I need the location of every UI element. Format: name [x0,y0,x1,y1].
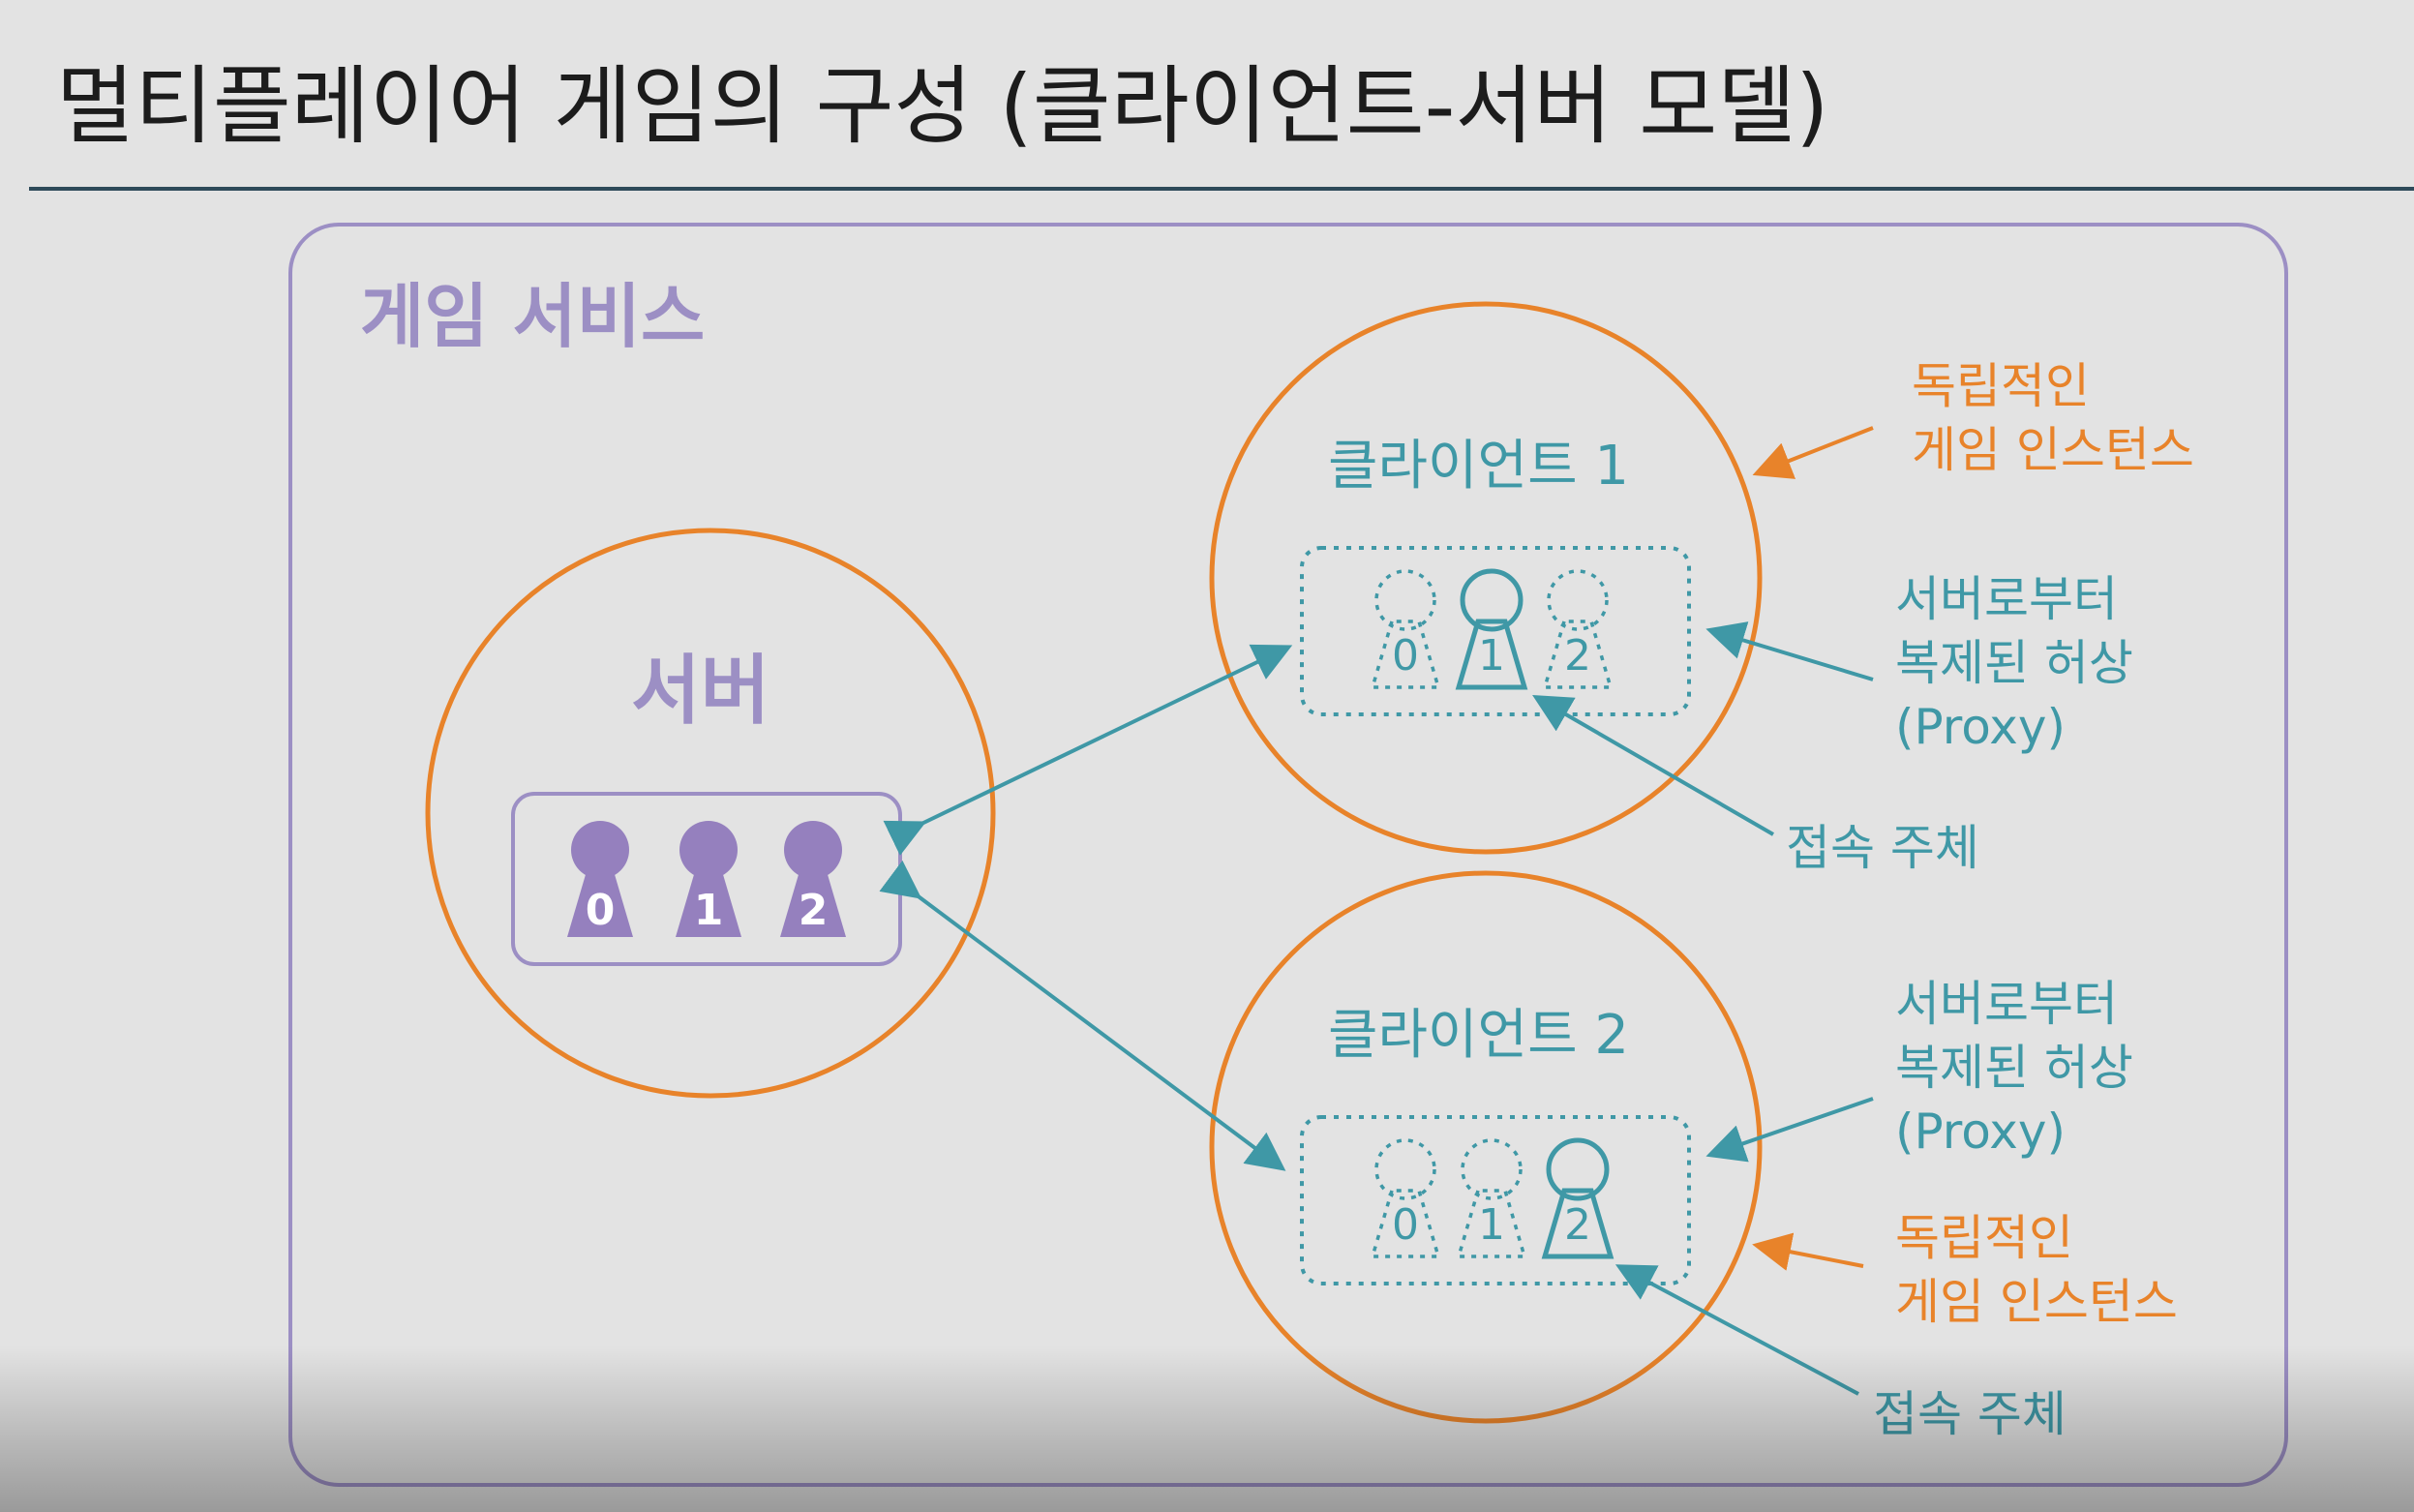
client-2-label: 클라이언트 2 [1328,1004,1629,1067]
client-1-pawn-number-1: 1 [1478,631,1505,680]
server-pawn-number: 2 [799,886,829,935]
client-1-pawn-number-2: 2 [1564,631,1591,680]
server-pawn-number: 0 [586,886,616,935]
client-1-instance-annotation: 독립적인 게임 인스턴스 [1912,358,2194,478]
client-2-circle [1209,870,1763,1424]
client-1-proxy-arrow [1705,621,1874,681]
client-1-proxy-annotation: 서버로부터 복제된 허상 (Proxy) [1895,571,2149,755]
game-service-label: 게임 서비스 [360,276,705,357]
client-1-subject-arrow [1532,694,1775,836]
client-1-instance-arrow [1752,426,1874,479]
client-2-proxy-annotation: 서버로부터 복제된 허상 (Proxy) [1895,976,2149,1160]
client-1-pawn-number-0: 0 [1392,631,1419,680]
server-client-1-arrow [883,644,1293,856]
client-2-subject-arrow [1614,1264,1859,1396]
client-2-subject-annotation: 접속 주체 [1873,1386,2067,1442]
server-pawn-0: 0 [567,821,633,937]
server-pawn-1: 1 [676,821,741,937]
client-1-circle [1209,301,1763,855]
server-pawn-2: 2 [780,821,846,937]
game-service-container [288,223,2288,1487]
client-2-instance-annotation: 독립적인 게임 인스턴스 [1895,1210,2178,1330]
client-2-pawn-number-1: 1 [1478,1200,1505,1250]
slide-title: 멀티플레이어 게임의 구성 (클라이언트-서버 모델) [56,56,1829,156]
client-1-subject-annotation: 접속 주체 [1786,820,1979,876]
client-2-pawn-number-0: 0 [1392,1200,1419,1250]
client-1-pawn-box [1300,546,1691,716]
client-2-pawn-number-2: 2 [1564,1200,1591,1250]
server-label: 서버 [631,648,770,735]
server-client-2-arrow [879,860,1286,1171]
client-1-label: 클라이언트 1 [1328,435,1629,498]
client-2-proxy-arrow [1705,1097,1874,1163]
server-pawn-number: 1 [694,886,724,935]
client-2-instance-arrow [1752,1232,1864,1271]
client-2-pawn-box [1300,1115,1691,1285]
